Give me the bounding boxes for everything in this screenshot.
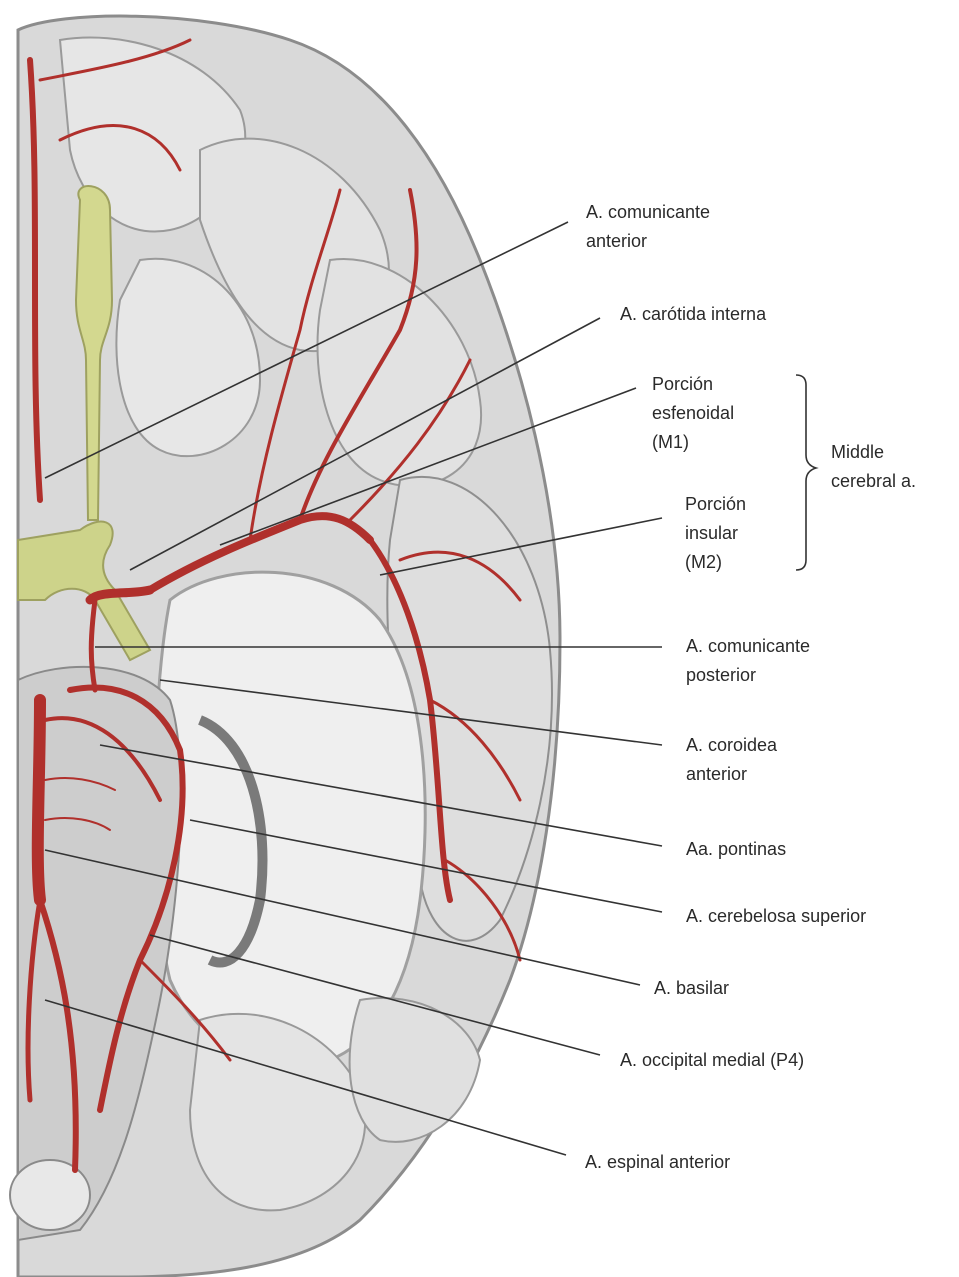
arteries <box>25 38 522 1173</box>
vertebral-artery <box>37 897 79 1173</box>
leader-basilar <box>44 849 641 986</box>
label-espinal-anterior: A. espinal anterior <box>585 1152 731 1172</box>
leader-coroidea-anterior <box>159 679 663 746</box>
brain-hemisphere <box>9 14 562 1277</box>
medulla-section <box>9 1159 91 1231</box>
ventricle-curve <box>197 715 268 968</box>
label-cerebelosa-superior: A. cerebelosa superior <box>686 906 867 926</box>
leader-espinal-anterior <box>44 999 567 1156</box>
middle-cerebral-branch <box>348 358 472 522</box>
leader-pontinas <box>99 744 663 847</box>
label-coroidea-anterior: A. coroidea anterior <box>686 735 778 784</box>
label-comunicante-anterior: A. comunicante anterior <box>586 202 711 251</box>
label-porcion-esfenoidal: Porción esfenoidal (M1) <box>652 374 735 452</box>
frontal-gyrus <box>115 257 262 458</box>
posterior-communicating-artery <box>88 597 98 693</box>
leader-lines <box>44 221 819 1156</box>
posterior-cerebral-artery <box>67 684 186 1113</box>
optic-structures <box>17 185 152 662</box>
leader-occipital-medial <box>149 934 601 1056</box>
leader-carotida-interna <box>129 317 601 571</box>
leader-comunicante-anterior <box>44 221 569 479</box>
leader-porcion-insular <box>379 517 663 576</box>
middle-cerebral-branch <box>248 188 342 542</box>
anterior-cerebral-branch <box>58 124 182 172</box>
label-middle-cerebral: Middle cerebral a. <box>831 442 917 491</box>
label-carotida-interna: A. carótida interna <box>620 304 767 324</box>
middle-cerebral-branch <box>443 858 522 962</box>
pontine-branch <box>44 817 111 831</box>
label-porcion-insular: Porción insular (M2) <box>685 494 747 572</box>
leader-cerebelosa-superior <box>189 819 663 913</box>
basilar-artery <box>31 694 46 906</box>
olfactory-tract <box>74 185 114 521</box>
label-pontinas: Aa. pontinas <box>686 839 787 859</box>
label-basilar: A. basilar <box>654 978 730 998</box>
anterior-cerebral-branch <box>38 38 192 82</box>
pontine-branch <box>44 777 116 791</box>
anterior-cerebral-artery <box>27 57 43 503</box>
optic-chiasm <box>17 520 152 662</box>
middle-cerebral-bracket <box>795 374 819 571</box>
leader-porcion-esfenoidal <box>219 387 637 546</box>
middle-cerebral-branch <box>428 698 522 802</box>
brainstem <box>17 665 182 1242</box>
internal-carotid-artery <box>85 585 155 605</box>
label-comunicante-posterior: A. comunicante posterior <box>686 636 811 685</box>
occipital-fold <box>188 1012 367 1212</box>
label-occipital-medial: A. occipital medial (P4) <box>620 1050 805 1070</box>
vertebral-artery <box>25 897 43 1103</box>
medial-occipital-branch <box>138 958 232 1062</box>
middle-cerebral-m1 <box>146 512 374 594</box>
superior-cerebellar-artery <box>43 716 162 802</box>
